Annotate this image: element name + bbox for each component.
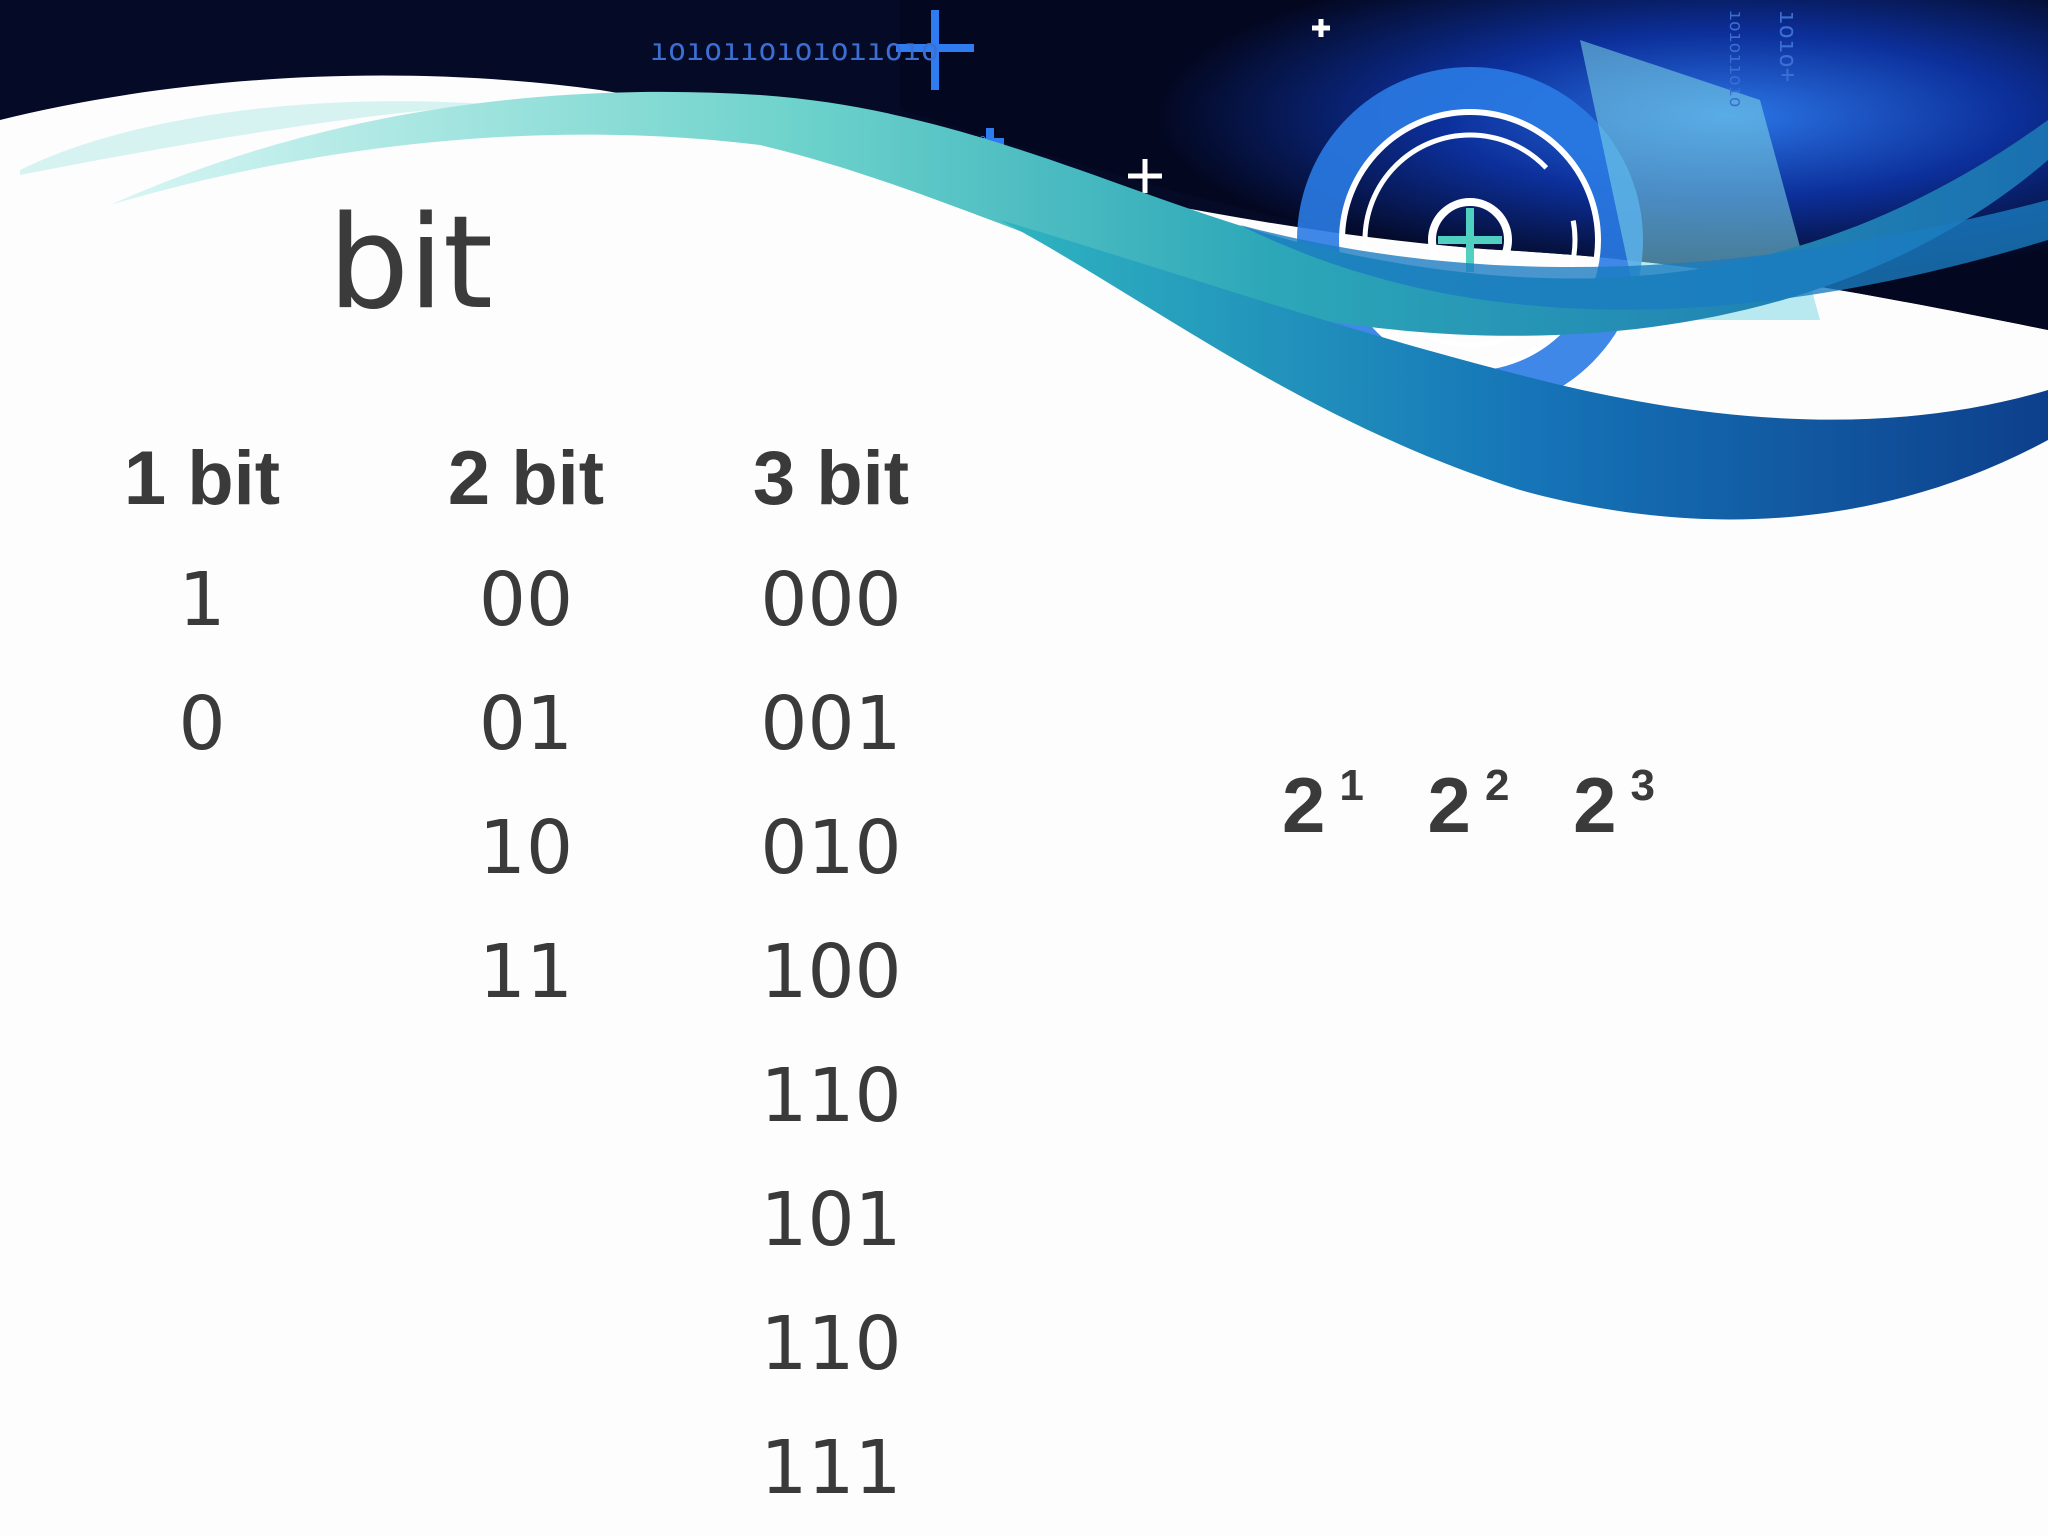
binary-text: ıoıo+ <box>1774 10 1802 82</box>
binary-value: 1 <box>178 557 226 643</box>
binary-value: 111 <box>760 1425 902 1511</box>
light-wedge <box>1580 40 1820 320</box>
wave-thin-light <box>20 101 500 175</box>
plus-icons <box>1128 19 1330 193</box>
power-exponent: 3 <box>1630 761 1655 810</box>
column-1-bit: 1 bit 1 0 <box>82 420 322 786</box>
binary-value: 000 <box>760 557 902 643</box>
binary-value: 001 <box>760 681 902 767</box>
binary-value: 10 <box>478 805 574 891</box>
column-3-bit: 3 bit 000 001 010 100 110 101 110 111 <box>711 420 951 1530</box>
column-2-bit: 2 bit 00 01 10 11 <box>406 420 646 1034</box>
ring-white-inner <box>1362 132 1578 348</box>
power-base: 2 <box>1427 761 1471 849</box>
power-base: 2 <box>1282 761 1326 849</box>
column-header: 2 bit <box>447 436 605 521</box>
binary-value: 010 <box>760 805 902 891</box>
header-banner: ıoıoııoıoıoııoıo ıoıoııoıoıoııoıo ıoıo+ … <box>0 0 2048 520</box>
column-header: 1 bit <box>123 436 281 521</box>
binary-value: 110 <box>760 1301 902 1387</box>
binary-text: ıoıoııoıoıoııoıo <box>650 33 939 68</box>
binary-value: 100 <box>760 929 902 1015</box>
power-exponent: 1 <box>1339 761 1364 810</box>
binary-value: 11 <box>478 929 574 1015</box>
binary-value: 110 <box>760 1053 902 1139</box>
power-base: 2 <box>1573 761 1617 849</box>
binary-value: 01 <box>478 681 574 767</box>
binary-value: 00 <box>478 557 574 643</box>
binary-text: ıoıoııoıo <box>1725 10 1746 108</box>
binary-value: 0 <box>178 681 226 767</box>
binary-value: 101 <box>760 1177 902 1263</box>
wave-blue-upper <box>1240 200 2048 310</box>
wave-blue <box>1000 220 2048 520</box>
column-header: 3 bit <box>752 436 910 521</box>
wave-teal <box>110 91 2048 336</box>
slide-title: bit <box>328 189 493 338</box>
power-exponent: 2 <box>1484 761 1510 810</box>
